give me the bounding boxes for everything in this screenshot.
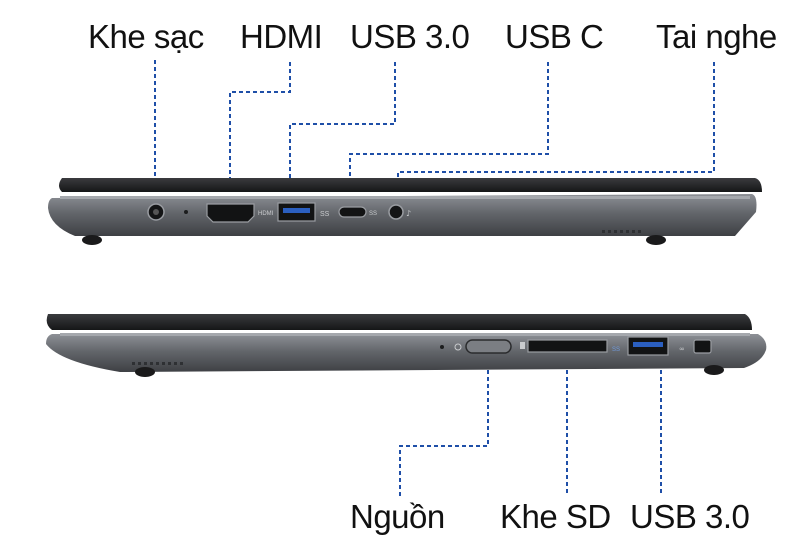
leader-line-hdmi — [229, 62, 291, 178]
foot — [704, 365, 724, 375]
usb3-symbol-icon: SS — [612, 347, 620, 353]
leader-lines — [154, 60, 715, 496]
vent-marks — [132, 362, 183, 365]
foot — [82, 235, 102, 245]
laptop-left-side: HDMI SS SS ♪ — [48, 178, 762, 245]
label-headphone: Tai nghe — [656, 18, 777, 55]
leader-line-usb3 — [289, 62, 396, 178]
sd-slot-icon — [527, 339, 608, 353]
lid — [59, 178, 762, 192]
label-usb-c: USB C — [505, 18, 604, 55]
usb-c-port-icon — [338, 206, 367, 218]
indicator-led-icon — [184, 210, 188, 214]
vent-marks — [602, 230, 641, 233]
lock-symbol-icon: ∞ — [679, 345, 685, 353]
label-usb3-left: USB 3.0 — [350, 18, 470, 55]
foot — [646, 235, 666, 245]
power-symbol-icon — [454, 343, 462, 351]
usb3-symbol-icon: SS — [320, 211, 330, 218]
label-sd-slot: Khe SD — [500, 498, 611, 535]
label-power: Nguồn — [350, 498, 445, 535]
hdmi-port-icon: HDMI — [258, 211, 274, 217]
hdmi-port-icon — [206, 203, 255, 223]
label-usb3-right: USB 3.0 — [630, 498, 750, 535]
leader-line-power — [399, 370, 489, 496]
label-hdmi: HDMI — [240, 18, 323, 55]
base-highlight — [60, 196, 750, 199]
label-charging-port: Khe sạc — [88, 18, 204, 55]
laptop-right-side: SS ∞ — [46, 314, 767, 377]
status-led-icon — [440, 345, 444, 349]
headphone-jack-icon — [388, 204, 404, 220]
headphone-symbol-icon: ♪ — [406, 209, 411, 218]
foot — [135, 367, 155, 377]
leader-line-headphone — [397, 62, 715, 180]
power-button — [465, 339, 512, 354]
leader-line-usb-c — [349, 62, 549, 178]
lid — [46, 314, 752, 330]
usb-c-symbol-icon: SS — [369, 211, 377, 217]
base-highlight — [60, 333, 750, 336]
sd-symbol-icon — [520, 342, 525, 349]
security-lock-slot-icon — [693, 339, 712, 354]
